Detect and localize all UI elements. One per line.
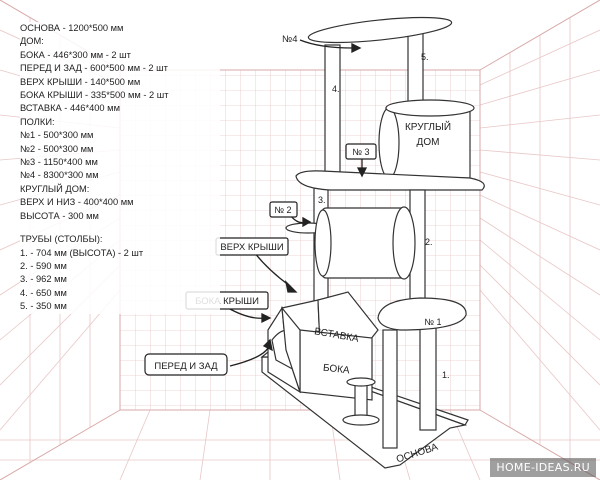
- round-house-label-1: КРУГЛЫЙ: [405, 120, 451, 133]
- pipe2-label: 2.: [425, 237, 433, 247]
- callout-roof-sides: БОКА КРЫШИ: [195, 296, 259, 307]
- post-4: [324, 44, 341, 178]
- house-side-back: [281, 306, 301, 393]
- stool-base: [342, 414, 380, 426]
- base-spec: ОСНОВА - 1200*500 мм: [20, 23, 124, 33]
- post-1-back: [382, 329, 398, 449]
- watermark: HOME-IDEAS.RU: [490, 458, 596, 477]
- house-item: ВЕРХ КРЫШИ - 140*500 мм: [20, 76, 141, 87]
- shelf-1: [377, 297, 467, 331]
- pipe5-label: 5.: [421, 52, 429, 62]
- tunnel-back: [314, 209, 332, 277]
- post-1-front: [419, 324, 437, 431]
- callout-front-back: ПЕРЕД И ЗАД: [154, 361, 218, 372]
- house-heading: ДОМ:: [20, 36, 44, 47]
- tunnel-end: [392, 206, 416, 280]
- shelf-3: [295, 170, 485, 191]
- stool-post: [354, 381, 368, 419]
- house-item: ВСТАВКА - 446*400 мм: [20, 103, 120, 114]
- house-item: ПЕРЕД И ЗАД - 600*500 мм - 2 шт: [20, 63, 168, 74]
- pipe-item: 5. - 350 мм: [20, 301, 67, 312]
- pipe4-label: 4.: [332, 84, 340, 94]
- callout-front-back-box: [144, 353, 228, 376]
- pipes-heading: ТРУБЫ (СТОЛБЫ):: [20, 234, 103, 245]
- callout-shelf4: №4: [282, 34, 297, 45]
- round-house-left-end: [378, 107, 400, 179]
- callout-shelf2: № 2: [274, 205, 291, 215]
- round-house-item: ВЕРХ И НИЗ - 400*400 мм: [20, 197, 134, 208]
- house-item: БОКА - 446*300 мм - 2 шт: [20, 49, 131, 60]
- post-5: [407, 25, 424, 113]
- pipe-item: 1. - 704 мм (ВЫСОТА) - 2 шт: [20, 247, 144, 258]
- round-house-heading: КРУГЛЫЙ ДОМ:: [20, 183, 90, 194]
- shelf-item: №3 - 1150*400 мм: [20, 157, 98, 168]
- shelf1-label: № 1: [424, 317, 441, 327]
- callout-shelf3-box: [345, 143, 377, 160]
- callout-shelf3: № 3: [352, 147, 369, 157]
- pipe3-label: 3.: [318, 195, 326, 205]
- specification-list: ОСНОВА - 1200*500 мм ДОМ: БОКА - 446*300…: [20, 22, 220, 314]
- house-item: БОКА КРЫШИ - 335*500 мм - 2 шт: [20, 90, 169, 101]
- callout-shelf2-box: [269, 201, 298, 218]
- shelf-item: №1 - 500*300 мм: [20, 130, 94, 141]
- pipe-item: 4. - 650 мм: [20, 287, 67, 298]
- round-house-top: [385, 99, 475, 117]
- callout-roof-top: ВЕРХ КРЫШИ: [220, 242, 284, 253]
- shelf-item: №4 - 8300*300 мм: [20, 170, 99, 181]
- shelf-item: №2 - 500*300 мм: [20, 143, 94, 154]
- stool-top: [346, 377, 376, 387]
- round-house-item: ВЫСОТА - 300 мм: [20, 210, 99, 221]
- shelves-heading: ПОЛКИ:: [20, 116, 55, 127]
- shelf-4: [307, 16, 453, 44]
- pipe-item: 3. - 962 мм: [20, 274, 67, 285]
- round-house-label-2: ДОМ: [417, 137, 440, 148]
- side-label: БОКА: [322, 363, 350, 377]
- pipe1-label: 1.: [442, 370, 450, 380]
- pipe-item: 2. - 590 мм: [20, 260, 67, 271]
